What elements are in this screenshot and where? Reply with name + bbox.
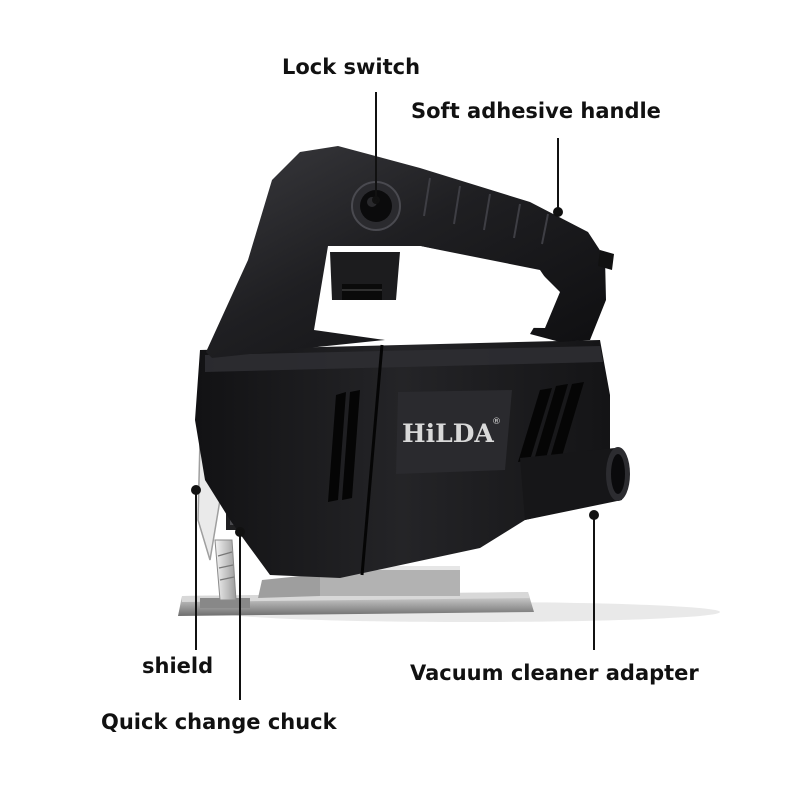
trigger bbox=[330, 252, 400, 300]
label-lock-switch: Lock switch bbox=[282, 55, 421, 79]
cooling-vents bbox=[328, 382, 584, 502]
label-quick-change-chuck: Quick change chuck bbox=[101, 710, 337, 734]
logo-plate bbox=[396, 390, 512, 474]
handle-body bbox=[206, 146, 606, 358]
brand-logo: HiLDA bbox=[402, 419, 494, 448]
registered-mark: ® bbox=[492, 417, 501, 427]
label-shield: shield bbox=[142, 654, 214, 678]
handle-grip-ribs bbox=[423, 177, 549, 245]
lock-switch-button bbox=[351, 181, 401, 231]
label-soft-adhesive-handle: Soft adhesive handle bbox=[411, 99, 661, 123]
leader-lines bbox=[191, 92, 599, 700]
saw-blade bbox=[214, 539, 237, 601]
label-vacuum-cleaner-adapter: Vacuum cleaner adapter bbox=[410, 661, 699, 685]
vacuum-cleaner-adapter bbox=[520, 447, 630, 520]
